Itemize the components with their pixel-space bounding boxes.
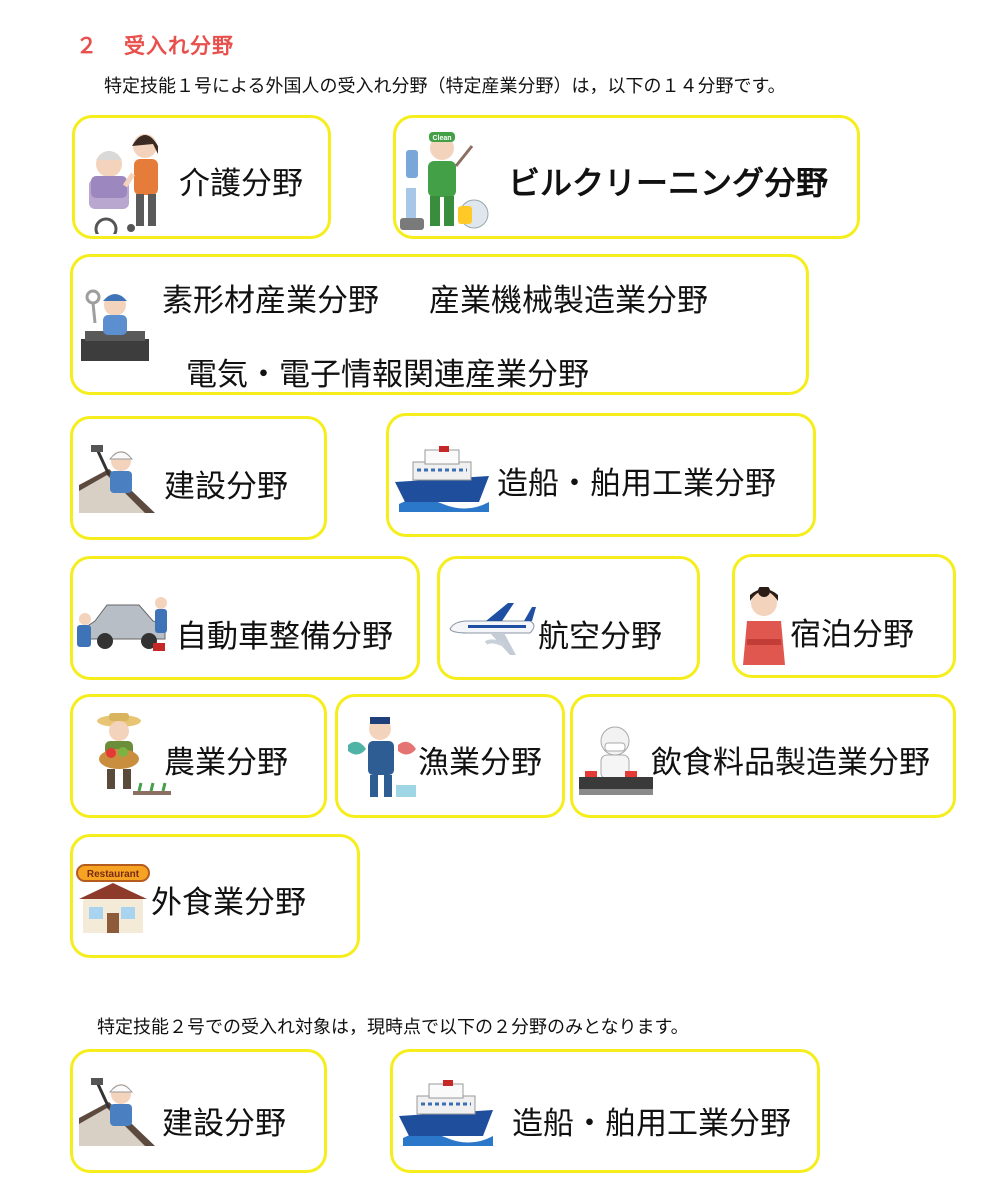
intro-text-1: 特定技能１号による外国人の受入れ分野（特定産業分野）は，以下の１４分野です。 <box>104 76 786 97</box>
card-kensetsu-2: 建設分野 <box>70 1049 327 1173</box>
card-label: 農業分野 <box>164 745 288 781</box>
food-factory-worker-icon <box>579 726 653 795</box>
section-heading: ２ 受入れ分野 <box>76 30 234 60</box>
card-label: 介護分野 <box>179 166 303 202</box>
card-gyogyo: 漁業分野 <box>335 694 565 818</box>
ship-icon <box>395 446 489 512</box>
clean-cap-text: Clean <box>432 135 451 142</box>
airplane-icon <box>449 603 536 655</box>
card-label: 飲食料品製造業分野 <box>651 745 930 781</box>
card-label-denki: 電気・電子情報関連産業分野 <box>186 357 589 393</box>
factory-worker-icon <box>81 289 149 361</box>
card-label: 航空分野 <box>538 619 662 655</box>
card-kaigo: 介護分野 <box>72 115 331 239</box>
card-kensetsu: 建設分野 <box>70 416 327 540</box>
card-label: 建設分野 <box>164 469 288 505</box>
card-nogyo: 農業分野 <box>70 694 327 818</box>
restaurant-icon: Restaurant <box>76 864 150 933</box>
hotel-staff-icon <box>743 587 785 665</box>
intro-text-2: 特定技能２号での受入れ対象は，現時点で以下の２分野のみとなります。 <box>97 1017 689 1038</box>
farmer-icon <box>97 713 171 795</box>
card-inshoku: 飲食料品製造業分野 <box>570 694 956 818</box>
card-label-sangyo-kikai: 産業機械製造業分野 <box>429 283 708 319</box>
card-koku: 航空分野 <box>437 556 700 680</box>
card-label: 宿泊分野 <box>790 617 914 653</box>
card-gaishoku: Restaurant 外食業分野 <box>70 834 360 958</box>
card-zosen: 造船・舶用工業分野 <box>386 413 816 537</box>
restaurant-sign-text: Restaurant <box>87 869 140 880</box>
card-label: 造船・舶用工業分野 <box>497 466 776 502</box>
section-number: ２ <box>76 34 98 58</box>
card-label: 自動車整備分野 <box>176 619 393 655</box>
card-manufacturing: 素形材産業分野 産業機械製造業分野 電気・電子情報関連産業分野 <box>70 254 809 395</box>
card-label-sokei: 素形材産業分野 <box>162 283 379 319</box>
card-label: 漁業分野 <box>418 745 542 781</box>
cleaner-icon: Clean <box>400 132 489 230</box>
car-mechanic-icon <box>77 597 167 651</box>
card-label: 外食業分野 <box>151 885 306 921</box>
section-title: 受入れ分野 <box>124 34 234 58</box>
card-label: ビルクリーニング分野 <box>508 164 829 202</box>
fisherman-icon <box>348 717 416 797</box>
card-building-cleaning: Clean ビルクリーニング分野 <box>393 115 860 239</box>
construction-worker-icon <box>79 1078 155 1146</box>
card-label: 建設分野 <box>162 1106 286 1142</box>
card-shukuhaku: 宿泊分野 <box>732 554 956 678</box>
card-label: 造船・舶用工業分野 <box>512 1106 791 1142</box>
card-jidosha: 自動車整備分野 <box>70 556 420 680</box>
caregiver-wheelchair-icon <box>89 134 158 234</box>
construction-worker-icon <box>79 445 155 513</box>
card-zosen-2: 造船・舶用工業分野 <box>390 1049 820 1173</box>
ship-icon <box>399 1080 493 1146</box>
